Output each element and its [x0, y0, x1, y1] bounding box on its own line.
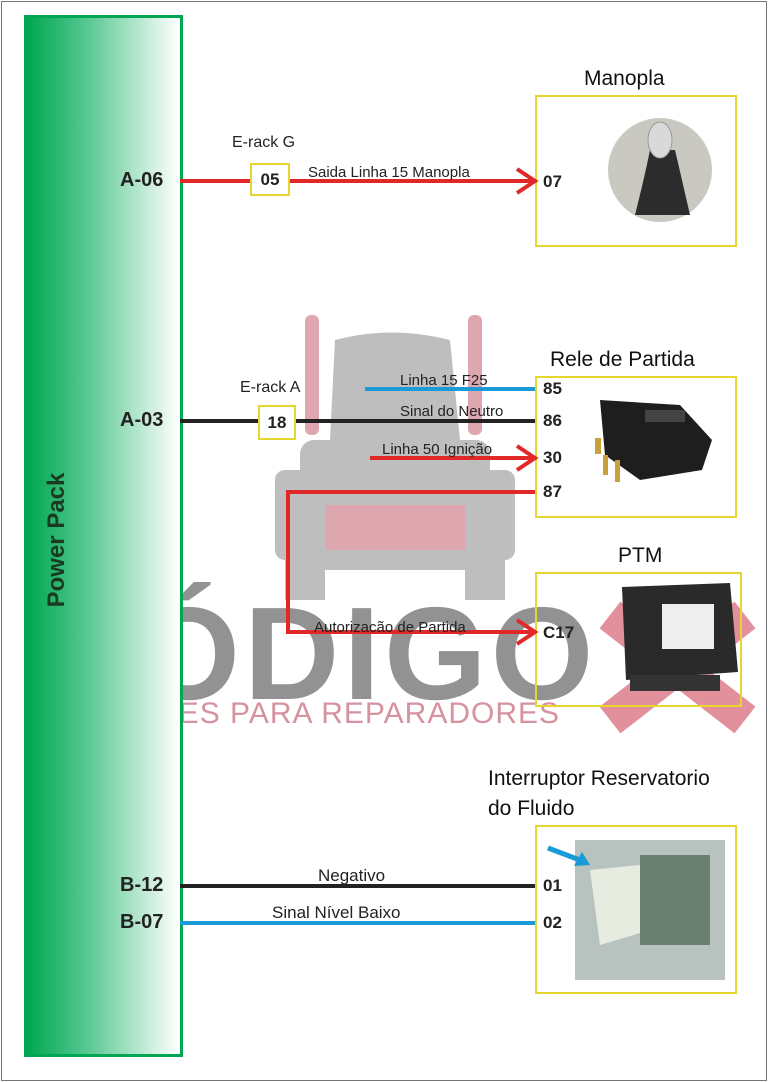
pin-87: 87: [543, 482, 562, 501]
connector-b12: B-12: [120, 874, 164, 896]
rele-title: Rele de Partida: [550, 348, 695, 371]
power-pack-module: [24, 15, 183, 1057]
ptm-photo: [622, 583, 738, 691]
pin-01: 01: [543, 876, 562, 895]
wire-label-negativo: Negativo: [318, 866, 386, 885]
erack-g-label: E-rack G: [232, 134, 296, 151]
rele-photo: [595, 400, 712, 482]
arrow-30: [515, 444, 539, 472]
rele-box: [535, 376, 737, 518]
manopla-title: Manopla: [584, 67, 665, 90]
pin-c17: C17: [543, 623, 575, 642]
erack-g-pin: 05: [250, 163, 290, 196]
wire-label-linha15: Linha 15 F25: [400, 372, 488, 389]
manopla-box: [535, 95, 737, 247]
ptm-box: [535, 572, 742, 707]
wire-label-manopla: Saida Linha 15 Manopla: [308, 164, 470, 181]
erack-a-label: E-rack A: [240, 379, 301, 396]
connector-a06: A-06: [120, 169, 164, 191]
arrow-07: [515, 167, 539, 195]
pin-85: 85: [543, 379, 562, 398]
wire-label-linha50: Linha 50 Ignição: [382, 441, 493, 458]
pin-30: 30: [543, 448, 562, 467]
manopla-photo: [608, 118, 712, 222]
wire-label-nivel: Sinal Nível Baixo: [272, 903, 401, 922]
interruptor-title-1: Interruptor Reservatorio: [488, 767, 710, 790]
interruptor-box: [535, 825, 737, 994]
pin-02: 02: [543, 913, 562, 932]
connector-b07: B-07: [120, 911, 164, 933]
connector-a03: A-03: [120, 409, 164, 431]
interruptor-title-2: do Fluido: [488, 797, 575, 820]
wire-label-neutro: Sinal do Neutro: [400, 403, 504, 420]
wire-label-autorizacao: Autorizacão de Partida: [314, 619, 466, 636]
ptm-title: PTM: [618, 544, 663, 567]
pin-07: 07: [543, 172, 562, 191]
interruptor-photo: [547, 840, 725, 980]
arrow-c17: [515, 618, 539, 646]
erack-a-pin: 18: [258, 405, 296, 440]
pin-86: 86: [543, 411, 562, 430]
wire-autorizacao: [286, 490, 535, 634]
